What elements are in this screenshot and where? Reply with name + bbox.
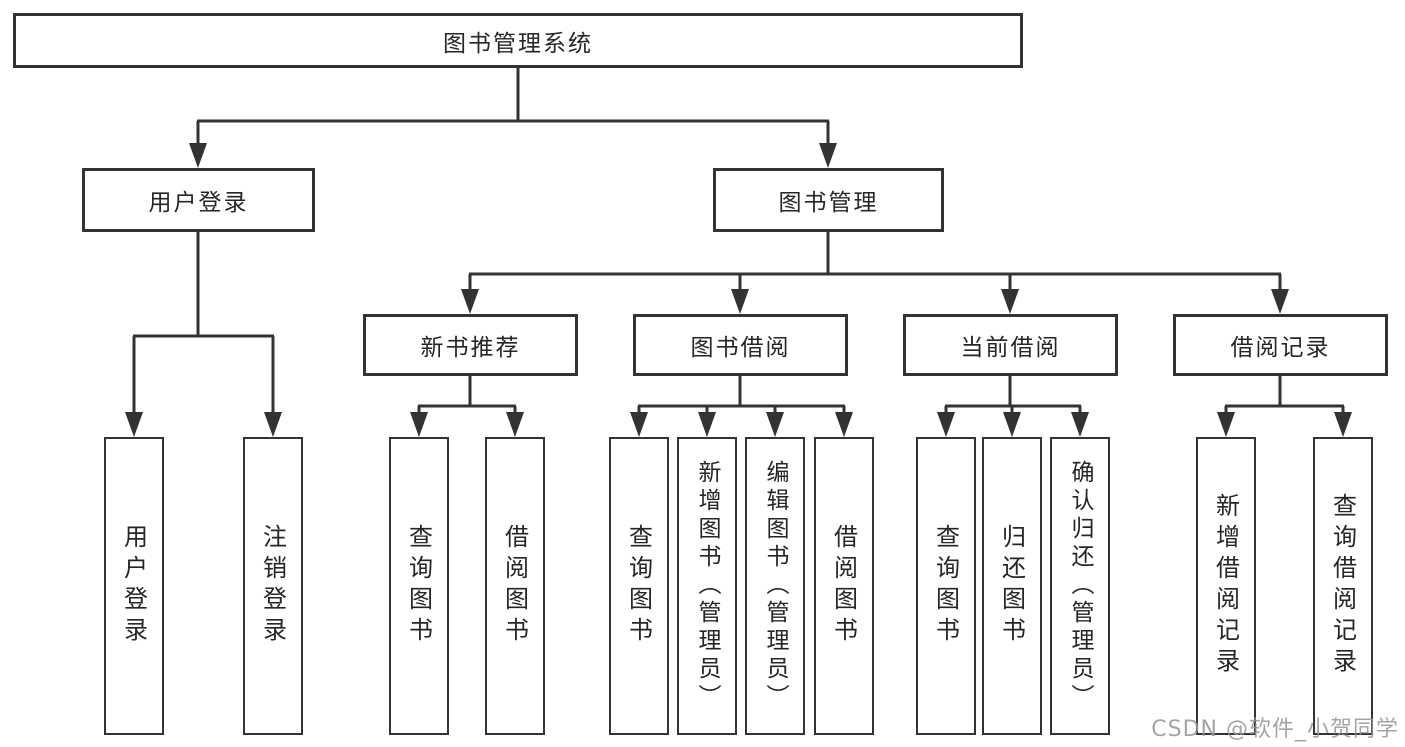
connector-user-login-group (132, 232, 275, 414)
leaf-borrow-books-recommend: 借阅图书 (485, 437, 545, 735)
leaf-user-login: 用户登录 (104, 437, 164, 735)
leaf-query-books-borrowing: 查询图书 (609, 437, 669, 735)
connector-root-to-level2 (196, 68, 830, 145)
node-book-borrowing: 图书借阅 (633, 314, 848, 376)
leaf-borrow-books-borrowing: 借阅图书 (814, 437, 874, 735)
leaf-confirm-return-admin: 确认归还（管理员） (1050, 437, 1110, 735)
arrowheads (125, 143, 1352, 437)
node-user-login: 用户登录 (82, 168, 315, 232)
node-book-management: 图书管理 (713, 168, 944, 232)
leaf-query-books-recommend: 查询图书 (389, 437, 449, 735)
connector-current-borrow-group (944, 376, 1082, 414)
watermark: CSDN @软件_小贺同学 (1151, 717, 1399, 742)
leaf-return-book: 归还图书 (982, 437, 1042, 735)
node-library-system: 图书管理系统 (13, 13, 1023, 68)
connector-book-borrow-group (637, 376, 846, 414)
connector-book-mgmt-group (468, 232, 1282, 292)
leaf-add-book-admin: 新增图书（管理员） (677, 437, 737, 735)
node-new-book-recommend: 新书推荐 (363, 314, 578, 376)
leaf-query-borrow-record: 查询借阅记录 (1313, 437, 1373, 735)
connector-borrow-record-group (1224, 376, 1345, 414)
connector-new-book-group (417, 376, 517, 414)
leaf-edit-book-admin: 编辑图书（管理员） (745, 437, 805, 735)
leaf-logout: 注销登录 (243, 437, 303, 735)
node-borrowing-records: 借阅记录 (1173, 314, 1388, 376)
node-current-borrowing: 当前借阅 (903, 314, 1118, 376)
leaf-add-borrow-record: 新增借阅记录 (1196, 437, 1256, 735)
leaf-query-books-current: 查询图书 (916, 437, 976, 735)
